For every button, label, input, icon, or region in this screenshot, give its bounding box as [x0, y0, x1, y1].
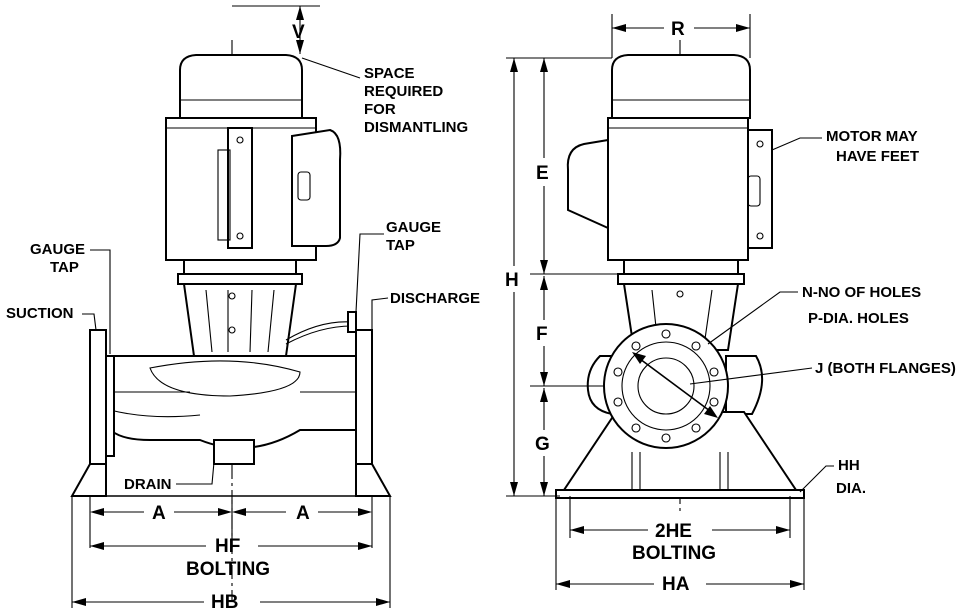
space-required-line1: SPACE	[364, 65, 415, 82]
space-required-line2: REQUIRED	[364, 83, 443, 100]
hf-label: HF	[215, 536, 240, 557]
r-label: R	[671, 19, 685, 40]
g-dimension: G	[535, 388, 550, 496]
j-callout: J (BOTH FLANGES)	[689, 360, 956, 385]
e-dimension: E	[530, 58, 618, 275]
bolting-right-label: BOLTING	[632, 543, 716, 564]
drain-label: DRAIN	[124, 476, 172, 493]
hh-line2: DIA.	[836, 480, 866, 497]
g-label: G	[535, 434, 550, 455]
gauge-tap-right-callout: GAUGE TAP	[355, 219, 441, 313]
hh-callout: HH DIA.	[799, 457, 866, 497]
h-label: H	[505, 270, 519, 291]
side-view	[70, 40, 392, 600]
hf-dimension: HF BOLTING	[90, 536, 372, 580]
motor-feet-line2: HAVE FEET	[836, 148, 919, 165]
motor-feet-callout: MOTOR MAY HAVE FEET	[771, 128, 919, 165]
a-left-label: A	[152, 503, 166, 524]
p-holes-label: P-DIA. HOLES	[808, 310, 909, 327]
space-required-callout: SPACE REQUIRED FOR DISMANTLING	[301, 57, 468, 136]
a-dimensions: A A	[89, 496, 373, 548]
bolting-left-label: BOLTING	[186, 559, 270, 580]
r-dimension: R	[611, 14, 751, 58]
suction-label: SUCTION	[6, 305, 74, 322]
2he-dimension: 2HE BOLTING	[569, 496, 791, 564]
drain-callout: DRAIN	[124, 461, 215, 493]
v-label: V	[292, 22, 305, 43]
ha-label: HA	[662, 574, 690, 595]
holes-callout: N-NO OF HOLES P-DIA. HOLES	[707, 284, 921, 345]
j-label: J (BOTH FLANGES)	[815, 360, 956, 377]
space-required-line4: DISMANTLING	[364, 119, 468, 136]
bolt-holes	[613, 329, 719, 443]
f-dimension: F	[530, 276, 604, 387]
suction-callout: SUCTION	[6, 305, 97, 331]
hb-dimension: HB	[71, 496, 391, 613]
n-holes-label: N-NO OF HOLES	[802, 284, 921, 301]
space-required-line3: FOR	[364, 101, 396, 118]
f-label: F	[536, 324, 548, 345]
hb-label: HB	[211, 592, 238, 613]
front-view	[555, 40, 805, 512]
gauge-tap-left-line2: TAP	[50, 259, 79, 276]
e-label: E	[536, 163, 549, 184]
gauge-tap-right-line1: GAUGE	[386, 219, 441, 236]
gauge-tap-left-callout: GAUGE TAP	[30, 241, 111, 354]
discharge-label: DISCHARGE	[390, 290, 480, 307]
v-dimension: V	[232, 5, 320, 54]
gauge-tap-left-line1: GAUGE	[30, 241, 85, 258]
discharge-callout: DISCHARGE	[371, 290, 480, 330]
ha-dimension: HA	[555, 498, 805, 595]
gauge-tap-right-line2: TAP	[386, 237, 415, 254]
motor-feet-line1: MOTOR MAY	[826, 128, 918, 145]
hh-line1: HH	[838, 457, 860, 474]
2he-label: 2HE	[655, 521, 692, 542]
a-right-label: A	[296, 503, 310, 524]
h-dimension: H	[505, 57, 612, 497]
